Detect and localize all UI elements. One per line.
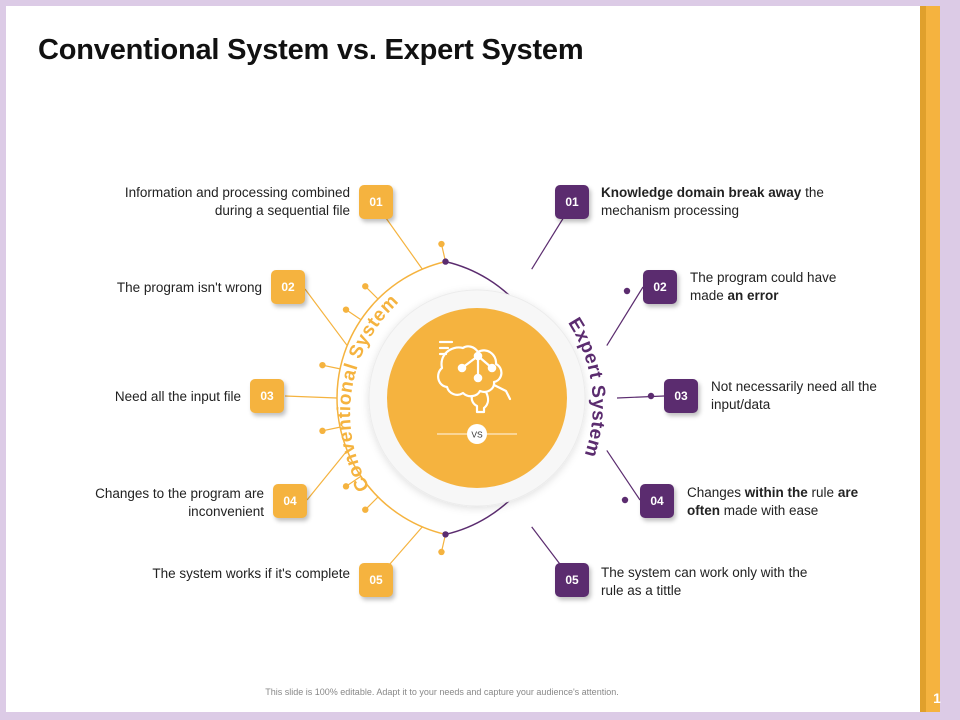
left-badge-02: 02 [271, 270, 305, 304]
right-item-4-run-3: rule [807, 485, 838, 500]
right-dot-1 [623, 287, 631, 295]
left-dot-7 [362, 506, 369, 513]
left-connector-2 [304, 288, 348, 346]
right-item-4-run-2: within the [744, 485, 808, 500]
sidebar-edge [920, 6, 926, 712]
sidebar-band [926, 6, 940, 712]
left-item-text-01: Information and processing combined duri… [124, 185, 350, 218]
right-item-3-run-1: Not necessarily need all the input/data [711, 379, 877, 412]
left-badge-03: 03 [250, 379, 284, 413]
right-badge-04: 04 [640, 484, 674, 518]
left-item-text-04: Changes to the program are inconvenient [95, 486, 264, 519]
right-item-2-run-1: The program could have made [690, 270, 837, 303]
right-item-1-run-1: Knowledge domain break away [601, 185, 802, 200]
right-item-4-run-5: made with ease [720, 503, 819, 518]
left-badge-05: 05 [359, 563, 393, 597]
left-dot-6 [342, 483, 350, 490]
right-item-text-04: Changes within the rule are often made w… [687, 484, 887, 520]
left-connector-4 [306, 450, 348, 501]
vs-label: VS [471, 430, 483, 440]
right-item-text-01: Knowledge domain break away the mechanis… [601, 184, 831, 220]
right-item-5-run-1: The system can work only with the rule a… [601, 565, 808, 598]
left-item-text-03: Need all the input file [114, 389, 241, 404]
slide-title: Conventional System vs. Expert System [38, 34, 584, 66]
right-item-text-02: The program could have made an error [690, 269, 865, 305]
right-dot-2 [647, 392, 655, 400]
right-connector-2 [606, 286, 644, 346]
vs-circle [467, 424, 487, 444]
left-dot-3 [342, 306, 350, 313]
left-badge-01: 01 [359, 185, 393, 219]
footer-note: This slide is 100% editable. Adapt it to… [265, 687, 619, 697]
right-badge-03: 03 [664, 379, 698, 413]
right-badge-01: 01 [555, 185, 589, 219]
left-dot-1 [438, 240, 445, 248]
brain-circuit-icon [437, 340, 512, 414]
left-arc [336, 260, 446, 536]
right-connector-3 [616, 395, 665, 399]
center-disk [387, 308, 567, 488]
right-arc-end-dot-2 [442, 531, 449, 538]
right-item-4-run-1: Changes [687, 485, 745, 500]
left-connector-3 [284, 395, 338, 399]
right-badge-02: 02 [643, 270, 677, 304]
right-item-text-03: Not necessarily need all the input/data [711, 378, 881, 414]
right-item-2-run-2: an error [727, 288, 779, 303]
right-arc-end-dot-1 [442, 258, 449, 265]
left-dot-5 [319, 427, 326, 435]
left-item-text-02: The program isn't wrong [116, 280, 262, 295]
left-item-text-05: The system works if it's complete [152, 566, 350, 581]
left-dot-8 [438, 548, 445, 556]
left-badge-04: 04 [273, 484, 307, 518]
page-number: 1 [933, 690, 941, 706]
right-item-1-run-2: the mechanism processing [601, 185, 824, 218]
right-connector-4 [606, 450, 641, 501]
right-item-4-run-4: are often [687, 485, 859, 518]
right-item-text-05: The system can work only with the rule a… [601, 564, 811, 600]
right-badge-05: 05 [555, 563, 589, 597]
right-dot-3 [621, 496, 629, 504]
left-dot-4 [319, 361, 326, 369]
left-dot-2 [362, 283, 369, 290]
